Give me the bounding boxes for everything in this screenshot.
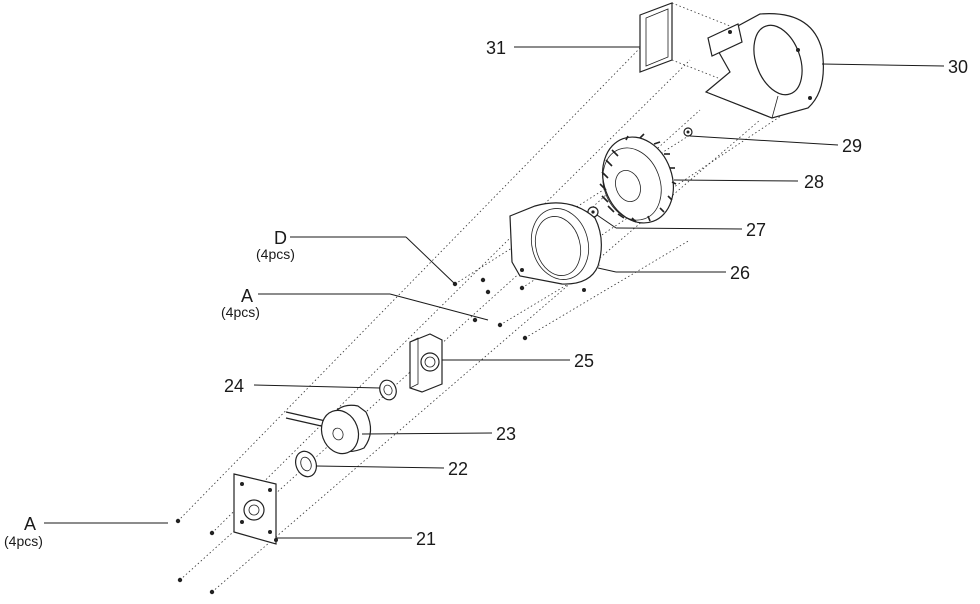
label-28: 28 bbox=[804, 172, 824, 192]
label-26: 26 bbox=[730, 263, 750, 283]
leader-lines bbox=[44, 46, 945, 539]
label-25: 25 bbox=[574, 351, 594, 371]
part-23-motor bbox=[285, 404, 372, 455]
label-fastener-a-bottom: A bbox=[24, 514, 36, 534]
label-fastener-d-qty: (4pcs) bbox=[256, 246, 295, 262]
fastener-screws bbox=[175, 277, 528, 595]
label-fastener-d: D bbox=[274, 228, 287, 248]
part-21-mounting-plate bbox=[233, 473, 278, 545]
part-24-bearing bbox=[379, 379, 397, 401]
part-30-blower-housing bbox=[704, 13, 824, 119]
label-24: 24 bbox=[224, 376, 244, 396]
part-25-motor-bracket bbox=[409, 333, 443, 393]
part-22-bearing bbox=[295, 450, 317, 478]
label-30: 30 bbox=[948, 57, 968, 77]
part-28-blower-wheel bbox=[599, 133, 677, 224]
label-fastener-a-bottom-qty: (4pcs) bbox=[4, 533, 43, 549]
label-21: 21 bbox=[416, 529, 436, 549]
label-fastener-a-top: A bbox=[241, 286, 253, 306]
label-29: 29 bbox=[842, 136, 862, 156]
part-26-inlet-plate bbox=[509, 202, 602, 292]
label-22: 22 bbox=[448, 459, 468, 479]
part-29-nut bbox=[683, 127, 693, 137]
label-fastener-a-top-qty: (4pcs) bbox=[221, 304, 260, 320]
label-31: 31 bbox=[486, 38, 506, 58]
part-31-duct-flange bbox=[639, 2, 736, 79]
label-27: 27 bbox=[746, 220, 766, 240]
label-23: 23 bbox=[496, 424, 516, 444]
